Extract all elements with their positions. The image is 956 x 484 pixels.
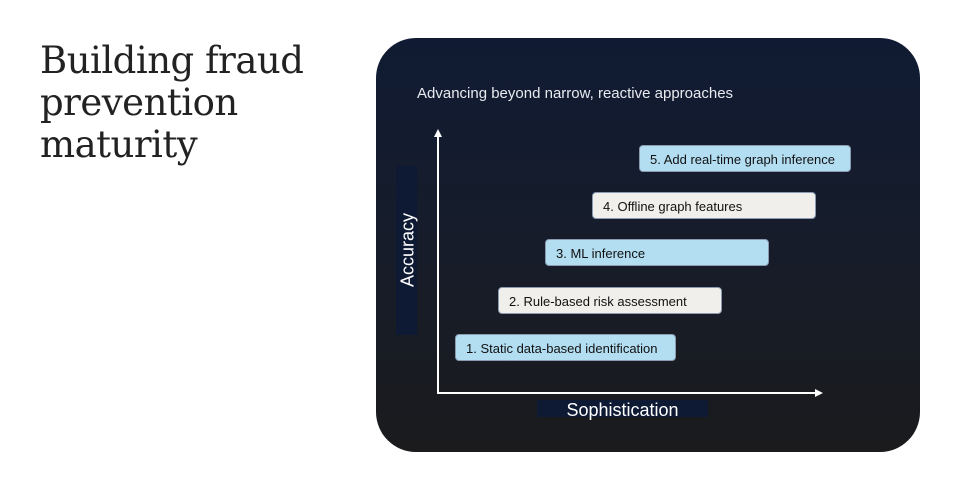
x-axis-arrow-icon: [815, 389, 823, 397]
diagram-subtitle: Advancing beyond narrow, reactive approa…: [417, 85, 734, 102]
step-1: 1. Static data-based identification: [455, 334, 676, 361]
x-axis: [437, 392, 817, 394]
step-5: 5. Add real-time graph inference: [639, 145, 851, 172]
y-axis-label-background: [396, 166, 417, 335]
x-axis-label: Sophistication: [537, 400, 708, 420]
y-axis-arrow-icon: [434, 129, 442, 137]
step-4: 4. Offline graph features: [592, 192, 816, 219]
step-2: 2. Rule-based risk assessment: [498, 287, 722, 314]
step-3: 3. ML inference: [545, 239, 769, 266]
slide-title: Building fraud prevention maturity: [40, 39, 304, 166]
y-axis: [437, 136, 439, 394]
y-axis-label: Accuracy: [397, 212, 418, 288]
